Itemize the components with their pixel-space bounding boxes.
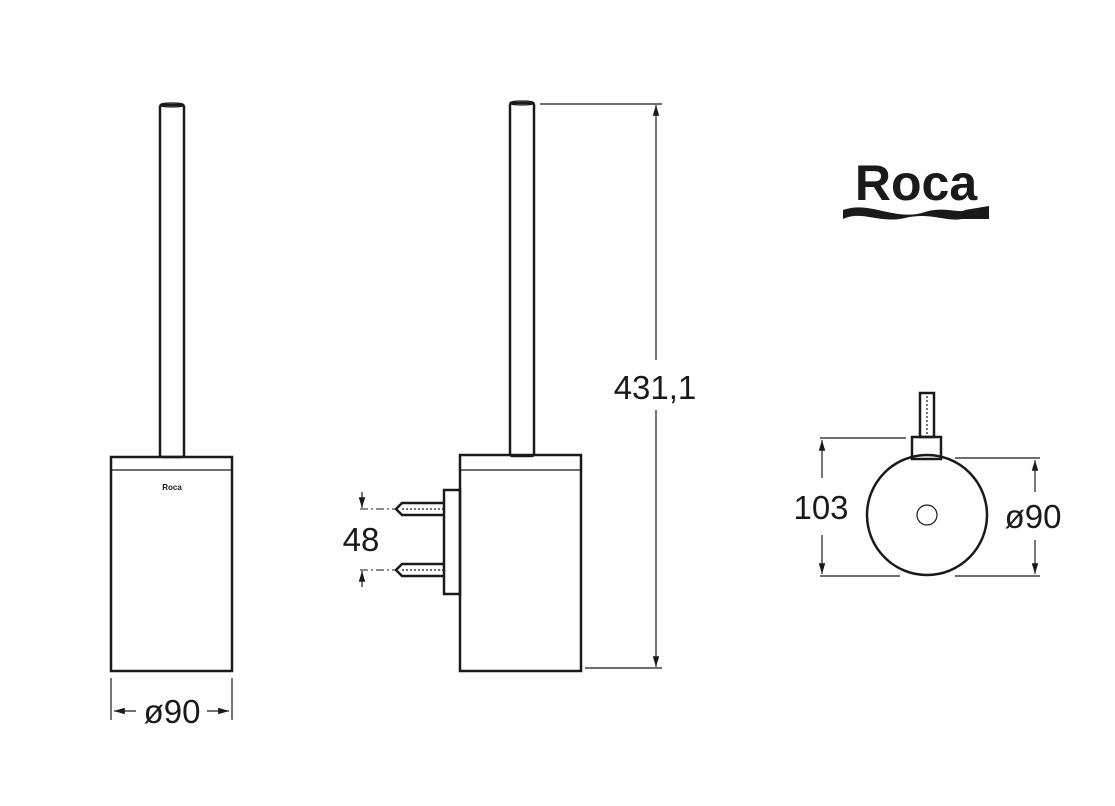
top-diameter-label: ø90	[1005, 498, 1062, 535]
screw	[918, 391, 936, 439]
wall-mount	[910, 435, 943, 461]
roca-logo-text: Roca	[855, 155, 978, 211]
holder-body	[109, 455, 234, 673]
brush-handle	[158, 103, 186, 459]
holder-body	[458, 453, 583, 673]
total-height-label: 431,1	[614, 369, 697, 406]
wall-plate	[442, 488, 462, 596]
screw-top	[394, 501, 443, 517]
wave-icon	[843, 206, 989, 220]
handle-hole	[916, 504, 938, 526]
screw-bottom	[394, 562, 443, 578]
top-view: 103 ø90	[793, 391, 1062, 577]
side-view: 48 431,1	[343, 100, 697, 673]
roca-logo: Roca	[843, 155, 989, 220]
depth-label: 103	[793, 489, 848, 526]
screw-spacing-label: 48	[343, 521, 380, 558]
front-diameter-label: ø90	[144, 693, 201, 730]
holder-outline	[865, 453, 989, 577]
front-view: Roca ø90	[109, 102, 234, 730]
brush-handle	[508, 101, 536, 458]
small-logo: Roca	[162, 483, 182, 492]
